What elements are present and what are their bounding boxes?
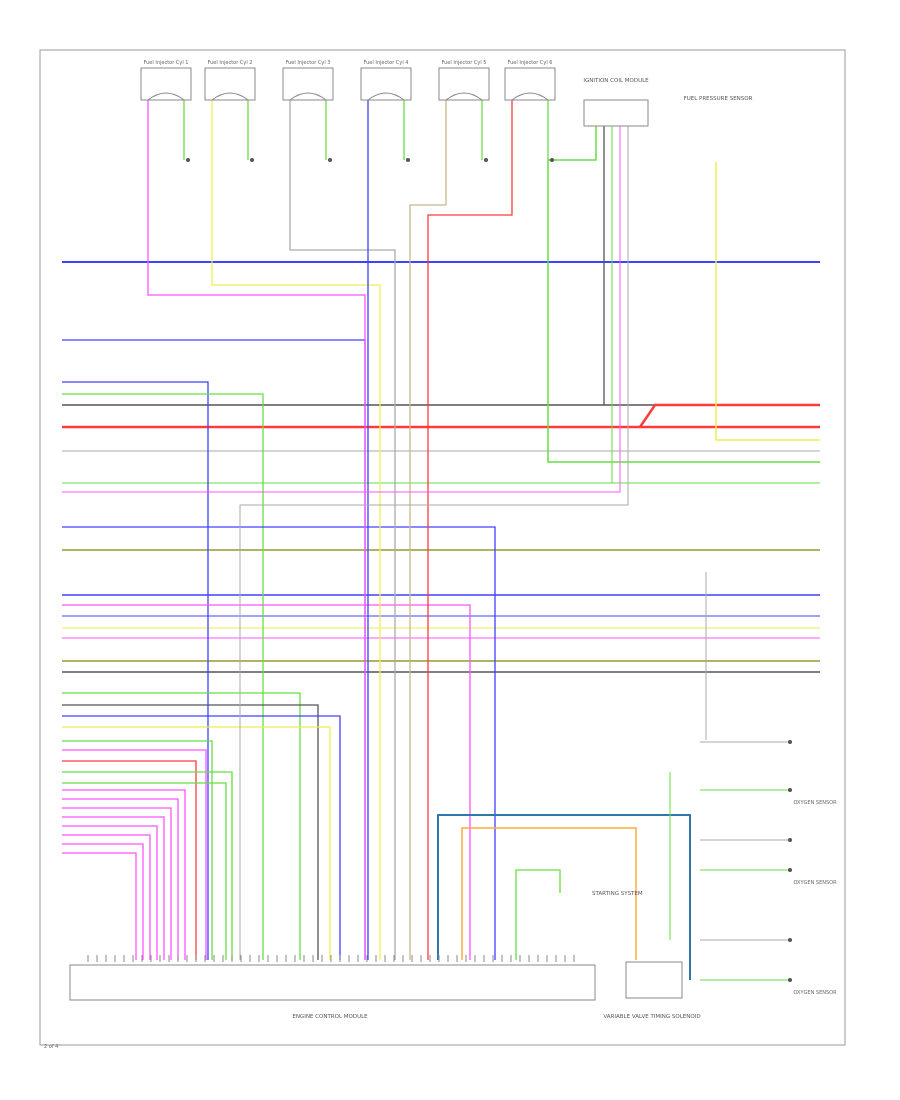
- injector-coil-4: [367, 92, 405, 101]
- ignition-feed-wire-magenta: [62, 126, 621, 493]
- o2-dot-bot-3: [788, 978, 792, 982]
- vvt-signal-wire: [461, 827, 637, 960]
- starting-system-label: STARTING SYSTEM: [592, 891, 643, 897]
- injector-coil-6: [511, 92, 549, 101]
- injector-signal-wire-3: [289, 100, 396, 960]
- injector-signal-wire-5: [409, 100, 447, 960]
- ecm-magenta-wire-7: [62, 843, 144, 960]
- injector-4: [360, 67, 412, 101]
- pressure-sensor-wire: [715, 162, 820, 441]
- ecm-feed-wire-13: [62, 771, 233, 960]
- ecm-feed-wire-12: [62, 760, 197, 960]
- ecm-feed-wire-10: [62, 740, 213, 960]
- injector-ground-dot-6: [550, 158, 554, 162]
- injector-6: [504, 67, 556, 101]
- harness-wire-red-step: [638, 403, 820, 428]
- injector-1: [140, 67, 192, 101]
- injector-ground-dot-5: [484, 158, 488, 162]
- o2-sensor-label-3: OXYGEN SENSOR: [793, 990, 837, 996]
- ecm-feed-wire-1: [62, 339, 366, 960]
- injector-coil-3: [289, 92, 327, 101]
- o2-dot-top-3: [788, 938, 792, 942]
- ecm-magenta-wire-6: [62, 834, 151, 960]
- diagram-border: [39, 49, 846, 1046]
- injector-coil-5: [445, 92, 483, 101]
- injector-label-2: Fuel Injector Cyl 2: [208, 60, 253, 66]
- injector-signal-wire-2: [211, 100, 381, 960]
- injector-3: [282, 67, 334, 101]
- vvt-solenoid: [625, 961, 683, 999]
- o2-sensor-label-1: OXYGEN SENSOR: [793, 800, 837, 806]
- injector-label-5: Fuel Injector Cyl 5: [442, 60, 487, 66]
- injector-2: [204, 67, 256, 101]
- o2-dot-top-2: [788, 838, 792, 842]
- injector-ground-dot-3: [328, 158, 332, 162]
- wire-group: [62, 100, 820, 981]
- ecm-magenta-wire-5: [62, 825, 158, 960]
- starting-wire: [515, 869, 561, 960]
- page-code: 2 of 4: [44, 1044, 58, 1050]
- vvt-label: VARIABLE VALVE TIMING SOLENOID: [603, 1014, 700, 1020]
- ignition-coil-module: [583, 99, 649, 127]
- ecm-box: [69, 964, 596, 1001]
- injector-label-4: Fuel Injector Cyl 4: [364, 60, 409, 66]
- o2-dot-bot-2: [788, 868, 792, 872]
- ecm-feed-wire-6: [62, 692, 301, 960]
- ignition-feed-wire-green: [547, 126, 820, 463]
- o2-dot-bot-1: [788, 788, 792, 792]
- o2-dot-top-1: [788, 740, 792, 744]
- ecm-magenta-wire-2: [62, 798, 179, 960]
- vvt-feed-wire: [437, 814, 691, 980]
- ecm-magenta-wire-1: [62, 789, 186, 960]
- ecm-magenta-wire-3: [62, 807, 172, 960]
- injector-label-3: Fuel Injector Cyl 3: [286, 60, 331, 66]
- ecm-feed-wire-7: [62, 704, 319, 960]
- ecm-magenta-wire-8: [62, 852, 137, 960]
- injector-ground-dot-4: [406, 158, 410, 162]
- ignition-module-label: IGNITION COIL MODULE: [583, 78, 649, 84]
- ecm-feed-wire-4: [62, 526, 496, 960]
- injector-coil-1: [147, 92, 185, 101]
- injector-ground-dot-1: [186, 158, 190, 162]
- injector-label-1: Fuel Injector Cyl 1: [144, 60, 189, 66]
- ecm-magenta-wire-4: [62, 816, 165, 960]
- component-group: Fuel Injector Cyl 1 Fuel Injector Cyl 2 Fu…: [69, 60, 837, 1020]
- ecm-feed-wire-3: [62, 393, 264, 960]
- pressure-sensor-label: FUEL PRESSURE SENSOR: [684, 96, 753, 102]
- ecm-label: ENGINE CONTROL MODULE: [292, 1014, 368, 1020]
- o2-sensor-label-2: OXYGEN SENSOR: [793, 880, 837, 886]
- ecm-feed-wire-2: [62, 381, 209, 960]
- injector-label-6: Fuel Injector Cyl 6: [508, 60, 553, 66]
- injector-signal-wire-1: [147, 100, 366, 960]
- ecm-feed-wire-14: [62, 782, 227, 960]
- injector-ground-dot-2: [250, 158, 254, 162]
- ignition-feed-wire-gray: [239, 126, 629, 960]
- injector-coil-2: [211, 92, 249, 101]
- ecm-feed-wire-9: [62, 726, 331, 960]
- ecm-feed-wire-5: [62, 604, 471, 960]
- injector-5: [438, 67, 490, 101]
- ecm-feed-wire-8: [62, 715, 341, 960]
- ecm-feed-wire-11: [62, 749, 207, 960]
- injector-signal-wire-6: [427, 100, 513, 960]
